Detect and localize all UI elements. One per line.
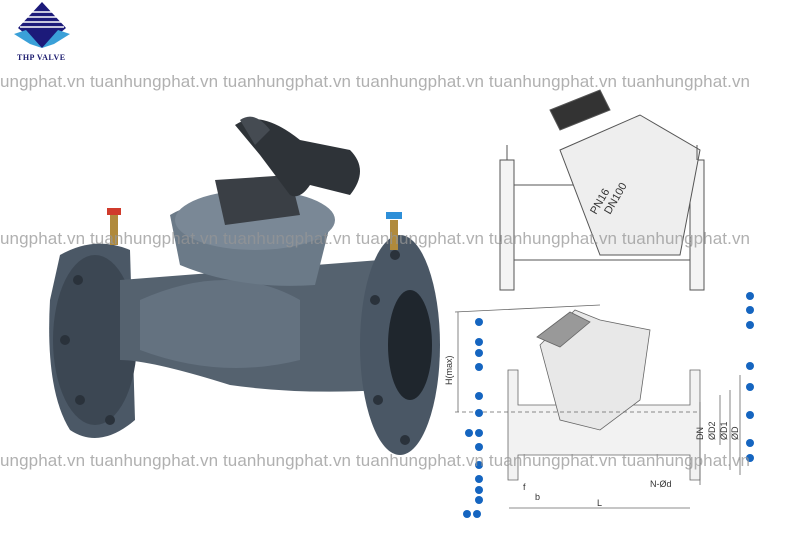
callout-dot	[475, 443, 483, 451]
callout-dot	[475, 461, 483, 469]
label-f: f	[523, 482, 526, 492]
label-d: ØD	[730, 426, 740, 440]
callout-dot	[475, 349, 483, 357]
callout-dot	[463, 510, 471, 518]
callout-dot	[746, 383, 754, 391]
callout-dot	[746, 321, 754, 329]
callout-dot	[475, 392, 483, 400]
callout-dot	[746, 439, 754, 447]
callout-dot	[746, 306, 754, 314]
watermark-row: ungphat.vn tuanhungphat.vn tuanhungphat.…	[0, 229, 751, 248]
thp-valve-logo	[14, 2, 70, 48]
callout-dot	[475, 338, 483, 346]
callout-dot	[746, 292, 754, 300]
callout-dot	[475, 496, 483, 504]
callout-dot	[465, 429, 473, 437]
part-callouts	[463, 292, 754, 518]
callout-dot	[746, 362, 754, 370]
callout-dot	[475, 486, 483, 494]
label-d2: ØD2	[707, 421, 717, 440]
valve-photo	[49, 116, 440, 455]
valve-outline-drawing: DN100 PN16	[499, 89, 705, 291]
label-b: b	[535, 492, 540, 502]
callout-dot	[475, 409, 483, 417]
valve-section-drawing	[454, 304, 741, 509]
callout-dot	[475, 475, 483, 483]
callout-dot	[475, 318, 483, 326]
callout-dot	[475, 363, 483, 371]
label-hmax: H(max)	[444, 356, 454, 386]
callout-dot	[746, 454, 754, 462]
watermark-row: ungphat.vn tuanhungphat.vn tuanhungphat.…	[0, 451, 751, 470]
callout-dot	[473, 510, 481, 518]
label-bolt-holes: N-Ød	[650, 479, 672, 489]
callout-dot	[746, 411, 754, 419]
label-d1: ØD1	[719, 421, 729, 440]
label-dn: DN	[695, 427, 705, 440]
logo-text: THP VALVE	[17, 53, 66, 62]
callout-dot	[475, 429, 483, 437]
label-length: L	[597, 498, 602, 508]
watermark-row: ungphat.vn tuanhungphat.vn tuanhungphat.…	[0, 72, 751, 91]
